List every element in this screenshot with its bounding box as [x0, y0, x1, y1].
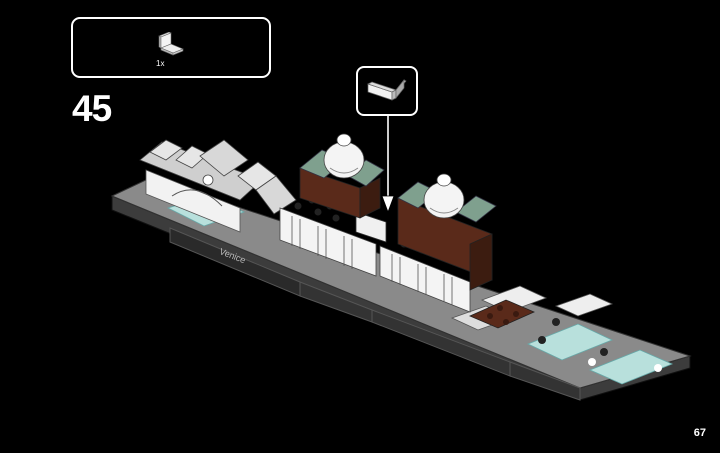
- canal-right-1: [526, 323, 614, 361]
- canal-right-2: [588, 349, 674, 385]
- white-bracket-1x2-icon: [158, 32, 184, 56]
- white-bracket-1x2-icon: [367, 79, 407, 101]
- dome-left: [323, 133, 365, 179]
- palace-facade-right: [379, 245, 471, 313]
- step-number: 45: [72, 88, 112, 129]
- dome-right: [423, 173, 465, 219]
- part-quantity: 1x: [156, 59, 165, 68]
- part-callout-box: [356, 66, 418, 116]
- parts-list-box: 1x: [71, 17, 271, 78]
- placement-arrow-icon: [381, 195, 395, 214]
- placed-bracket-piece: [355, 211, 387, 243]
- reddish-brown-plate: [469, 299, 535, 329]
- page-number: 67: [693, 427, 706, 439]
